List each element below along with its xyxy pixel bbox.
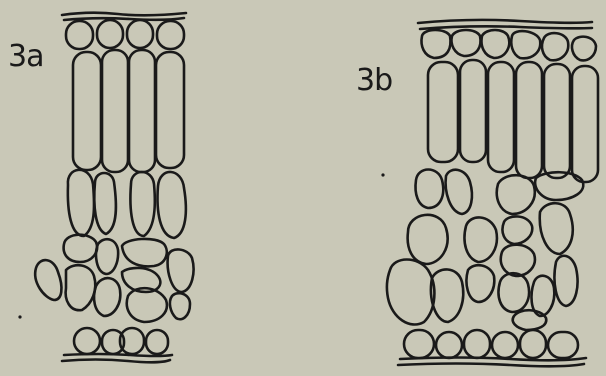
upper-epidermis-wall-3a [62, 13, 186, 16]
mesophyll-cell [122, 239, 167, 266]
mesophyll-cell [540, 203, 573, 254]
upper-epidermis-wall-3b [418, 20, 592, 23]
stray-dot [18, 315, 21, 318]
palisade-layer-3a [73, 50, 184, 172]
upper-epidermis-wall-3a-inner [64, 18, 184, 20]
mesophyll-cell [416, 170, 444, 209]
epidermis-cell [127, 20, 153, 48]
mesophyll-cell [170, 293, 190, 319]
mesophyll-cell [513, 310, 547, 330]
epidermis-cell [572, 37, 596, 61]
stray-dot [381, 173, 384, 176]
epidermis-cell [422, 30, 451, 58]
panel-3a [18, 13, 193, 363]
palisade-cell [516, 62, 542, 178]
mesophyll-cell [64, 235, 97, 262]
epidermis-cell [548, 332, 578, 358]
palisade-cell [73, 52, 101, 170]
palisade-cell [428, 62, 458, 162]
palisade-cell [460, 60, 486, 162]
epidermis-cell [492, 332, 518, 358]
mesophyll-cell [66, 265, 96, 310]
palisade-cell [102, 50, 128, 172]
upper-epidermis-3b [422, 30, 597, 60]
mesophyll-cell [535, 172, 583, 200]
palisade-cell [572, 66, 598, 182]
epidermis-cell [511, 31, 540, 58]
spongy-mesophyll-3a [35, 170, 193, 322]
epidermis-cell [542, 33, 568, 60]
mesophyll-cell [96, 239, 118, 274]
epidermis-cell [404, 330, 434, 358]
mesophyll-cell [554, 256, 577, 306]
epidermis-cell [66, 21, 93, 49]
mesophyll-cell [465, 217, 497, 262]
mesophyll-cell [501, 245, 535, 276]
palisade-layer-3b [428, 60, 598, 182]
mesophyll-cell [158, 172, 186, 238]
epidermis-cell [74, 328, 100, 354]
lower-epidermis-3b [404, 330, 578, 358]
mesophyll-cell [130, 172, 154, 236]
palisade-cell [156, 52, 184, 168]
mesophyll-cell [466, 265, 494, 302]
epidermis-cell [464, 330, 490, 358]
lower-epidermis-wall-3a-outer [62, 360, 170, 363]
epidermis-cell [482, 30, 510, 58]
spongy-mesophyll-3b [387, 170, 583, 331]
panel-3b [381, 20, 598, 366]
mesophyll-cell [94, 173, 116, 234]
lower-epidermis-wall-3b-outer [398, 364, 584, 367]
palisade-cell [488, 62, 514, 172]
epidermis-cell [452, 30, 481, 56]
epidermis-cell [97, 20, 123, 48]
mesophyll-cell [387, 260, 434, 325]
palisade-cell [129, 50, 155, 172]
mesophyll-cell [168, 249, 194, 292]
mesophyll-cell [497, 175, 535, 214]
lower-epidermis-3a [74, 328, 168, 354]
mesophyll-cell [502, 216, 532, 244]
mesophyll-cell [68, 170, 94, 236]
upper-epidermis-3a [66, 20, 184, 49]
epidermis-cell [157, 21, 184, 49]
upper-epidermis-wall-3b-inner [420, 26, 592, 29]
mesophyll-cell [408, 215, 448, 264]
mesophyll-cell [499, 273, 530, 312]
mesophyll-cell [94, 278, 120, 316]
epidermis-cell [520, 330, 546, 358]
epidermis-cell [146, 330, 168, 354]
mesophyll-cell [35, 260, 61, 300]
palisade-cell [544, 64, 570, 178]
epidermis-cell [436, 332, 462, 358]
mesophyll-cell [431, 269, 463, 322]
mesophyll-cell [446, 170, 472, 214]
